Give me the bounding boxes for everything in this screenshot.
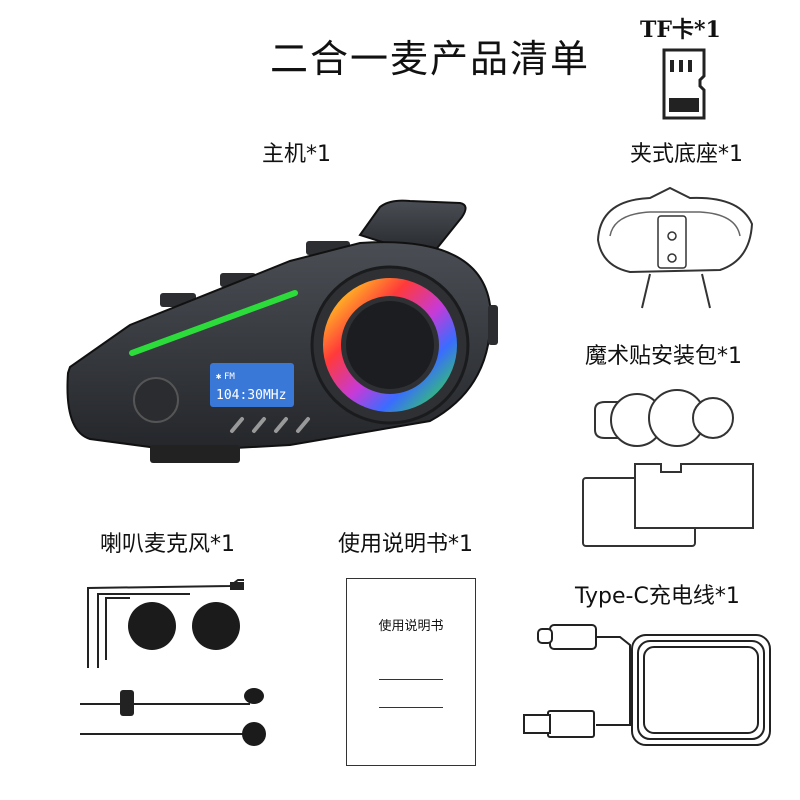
clip-base-image (596, 186, 754, 309)
tf-card-icon (662, 48, 706, 120)
clip-base-label: 夹式底座*1 (630, 142, 743, 167)
velcro-kit-label: 魔术贴安装包*1 (585, 344, 742, 369)
main-unit-label: 主机*1 (262, 142, 331, 167)
manual-cover-title: 使用说明书 (378, 619, 444, 634)
speaker-mic-label: 喇叭麦克风*1 (100, 532, 235, 557)
manual-booklet: 使用说明书 (346, 578, 476, 766)
manual-label: 使用说明书*1 (338, 532, 473, 557)
screen-frequency-text: 104:30MHz (216, 388, 286, 403)
cable-label: Type-C充电线*1 (575, 584, 740, 609)
tf-card-label: TF卡*1 (640, 17, 721, 43)
manual-line (379, 679, 443, 680)
manual-line (379, 707, 443, 708)
page-title: 二合一麦产品清单 (269, 37, 590, 81)
intercom-device-image: ✱ FM 104:30MHz (66, 199, 498, 463)
svg-text:✱: ✱ (216, 372, 222, 382)
velcro-kit-image (582, 389, 754, 547)
type-c-cable-image (523, 624, 771, 746)
screen-mode-text: FM (224, 372, 235, 382)
speaker-mic-image (80, 579, 266, 746)
